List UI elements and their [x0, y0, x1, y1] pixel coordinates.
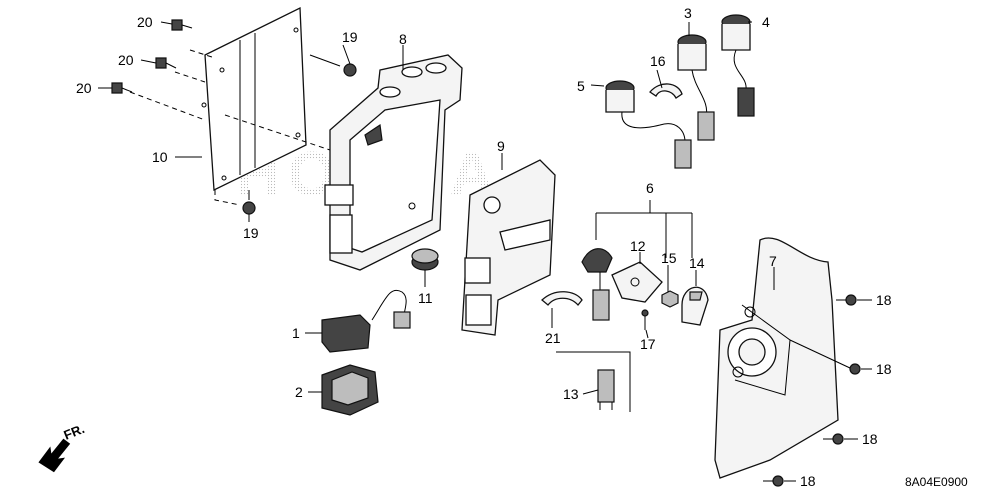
part-9-panel: [461, 159, 556, 336]
callout-19-a: 19: [342, 29, 358, 45]
front-direction-label: FR.: [62, 421, 87, 443]
screw-18-b: [789, 339, 861, 375]
part-7-cover: [714, 237, 839, 479]
callout-17: 17: [640, 336, 656, 352]
part-4-socket: [721, 14, 755, 117]
part-17-screw: [641, 309, 649, 330]
bolt-20-b: [155, 57, 177, 69]
callout-10: 10: [152, 149, 168, 165]
callout-20-a: 20: [137, 14, 153, 30]
part-12-plate: [611, 261, 663, 303]
part-1-switch: [321, 289, 411, 353]
callout-7: 7: [769, 253, 777, 269]
callout-8: 8: [399, 31, 407, 47]
callout-20-b: 20: [118, 52, 134, 68]
callout-14: 14: [689, 255, 705, 271]
callout-18-a: 18: [876, 292, 892, 308]
callout-12: 12: [630, 238, 646, 254]
part-5-socket: [605, 80, 692, 169]
callout-4: 4: [762, 14, 770, 30]
part-3-socket: [677, 34, 715, 141]
part-11-grommet: [411, 248, 439, 271]
front-direction-arrow: FR.: [38, 421, 87, 473]
part-21-clamp: [541, 291, 583, 307]
callout-11: 11: [418, 290, 433, 306]
callout-15: 15: [661, 250, 677, 266]
callout-18-b: 18: [876, 361, 892, 377]
bolt-19-a: [309, 54, 357, 77]
callout-5: 5: [577, 78, 585, 94]
callout-13: 13: [563, 386, 579, 402]
bolt-20-c: [111, 82, 133, 94]
part-16-clamp: [649, 83, 683, 99]
part-2-rocker-switch: [321, 364, 379, 416]
callout-9: 9: [497, 138, 505, 154]
bolt-19-b: [242, 190, 256, 215]
part-8-frame: [324, 54, 463, 271]
diagram-code: 8A04E0900: [905, 475, 968, 489]
callout-18-c: 18: [862, 431, 878, 447]
callout-19-b: 19: [243, 225, 259, 241]
callout-2: 2: [295, 384, 303, 400]
callout-21: 21: [545, 330, 561, 346]
callout-3: 3: [684, 5, 692, 21]
callout-16: 16: [650, 53, 666, 69]
part-6-harness: [581, 248, 613, 321]
screw-18-a: [836, 294, 857, 306]
callout-6: 6: [646, 180, 654, 196]
part-14-knob: [681, 286, 709, 326]
callout-18-d: 18: [800, 473, 816, 489]
callout-20-c: 20: [76, 80, 92, 96]
callout-labels: 20 20 20 10 19 19 8 9 11 1 2 21 13 6 12 …: [76, 5, 892, 489]
callout-1: 1: [292, 325, 300, 341]
part-15-nut: [661, 290, 679, 308]
screw-18-c: [823, 433, 844, 445]
part-10-plate: [201, 6, 307, 192]
part-13-connector: [597, 369, 615, 410]
screw-18-d: [763, 475, 784, 487]
bolt-20-a: [171, 19, 193, 31]
